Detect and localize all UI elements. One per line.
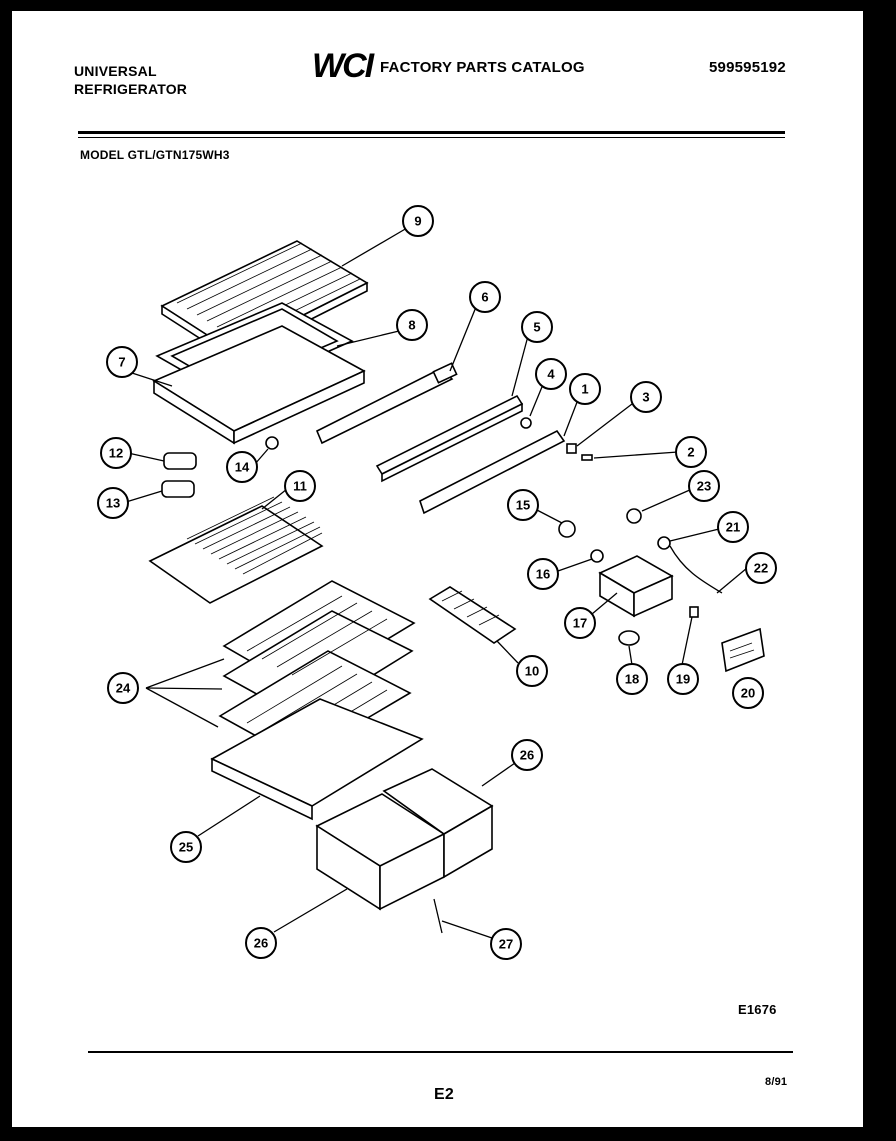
callout-3: 3 (630, 381, 662, 413)
callout-5: 5 (521, 311, 553, 343)
svg-text:11: 11 (293, 479, 307, 494)
callout-15: 15 (507, 489, 539, 521)
callout-23: 23 (688, 470, 720, 502)
callout-24: 24 (107, 672, 139, 704)
callout-27: 27 (490, 928, 522, 960)
callout-4: 4 (535, 358, 567, 390)
svg-text:26: 26 (520, 748, 534, 763)
part-light-bulb (558, 520, 576, 538)
catalog-date: 8/91 (765, 1076, 788, 1088)
svg-text:24: 24 (116, 681, 131, 696)
part-crisper-drawers (315, 768, 494, 911)
catalog-page: UNIVERSAL REFRIGERATOR WCI FACTORY PARTS… (12, 11, 863, 1127)
callout-2: 2 (675, 436, 707, 468)
leader-lines (125, 227, 748, 939)
svg-text:14: 14 (235, 460, 250, 475)
part-clip (689, 606, 699, 618)
brand-name: UNIVERSAL (74, 63, 157, 79)
figure-code: E1676 (738, 1002, 777, 1017)
part-knob-small (618, 630, 640, 646)
svg-text:13: 13 (106, 496, 120, 511)
part-nut (566, 443, 577, 454)
callout-19: 19 (667, 663, 699, 695)
part-wire (669, 545, 723, 594)
svg-text:23: 23 (697, 479, 711, 494)
callout-12: 12 (100, 437, 132, 469)
callout-26-upper: 26 (511, 739, 543, 771)
callout-9: 9 (402, 205, 434, 237)
svg-text:18: 18 (625, 672, 639, 687)
part-label-plate (721, 627, 765, 673)
svg-text:17: 17 (573, 616, 587, 631)
part-crisper-frame (210, 698, 424, 821)
svg-text:5: 5 (533, 320, 540, 335)
callout-10: 10 (516, 655, 548, 687)
header-rule-thin (78, 137, 785, 138)
svg-text:10: 10 (525, 664, 539, 679)
footer-rule (88, 1051, 793, 1053)
part-rail-lower (419, 429, 566, 515)
callout-11: 11 (284, 470, 316, 502)
svg-text:26: 26 (254, 936, 268, 951)
part-switch (657, 536, 671, 550)
svg-text:22: 22 (754, 561, 768, 576)
catalog-title: FACTORY PARTS CATALOG (380, 59, 585, 76)
part-ice-tray (428, 586, 517, 644)
part-spacer (520, 417, 532, 429)
svg-text:2: 2 (687, 445, 694, 460)
svg-text:27: 27 (499, 937, 513, 952)
catalog-number: 599595192 (709, 59, 786, 76)
svg-text:3: 3 (642, 390, 649, 405)
callout-26-lower: 26 (245, 927, 277, 959)
part-socket (590, 549, 604, 563)
callout-21: 21 (717, 511, 749, 543)
svg-text:21: 21 (726, 520, 740, 535)
callout-16: 16 (527, 558, 559, 590)
callout-1: 1 (569, 373, 601, 405)
callout-7: 7 (106, 346, 138, 378)
svg-text:9: 9 (414, 214, 421, 229)
part-pin (433, 898, 443, 934)
svg-text:12: 12 (109, 446, 123, 461)
svg-text:4: 4 (547, 367, 555, 382)
part-wire-rack (148, 496, 324, 604)
wci-logo: WCI (312, 47, 374, 85)
part-holder (161, 452, 197, 498)
callout-18: 18 (616, 663, 648, 695)
svg-text:20: 20 (741, 686, 755, 701)
part-control-box (598, 555, 674, 618)
svg-text:15: 15 (516, 498, 530, 513)
svg-text:25: 25 (179, 840, 193, 855)
svg-text:6: 6 (481, 290, 488, 305)
part-cover-pan (152, 325, 366, 445)
callout-17: 17 (564, 607, 596, 639)
svg-text:19: 19 (676, 672, 690, 687)
callout-25: 25 (170, 831, 202, 863)
callout-14: 14 (226, 451, 258, 483)
svg-text:1: 1 (581, 382, 588, 397)
svg-text:7: 7 (118, 355, 125, 370)
exploded-parts-diagram: 9 8 7 6 5 4 1 3 2 12 14 13 11 15 23 21 1… (97, 205, 777, 960)
part-screw (581, 454, 593, 461)
part-rail (375, 394, 524, 483)
callout-8: 8 (396, 309, 428, 341)
callout-6: 6 (469, 281, 501, 313)
svg-text:16: 16 (536, 567, 550, 582)
part-thermostat (626, 508, 642, 524)
header-rule (78, 131, 785, 134)
part-knob (265, 436, 279, 450)
callout-13: 13 (97, 487, 129, 519)
model-label: MODEL GTL/GTN175WH3 (80, 148, 230, 162)
svg-text:8: 8 (408, 318, 415, 333)
page-number: E2 (434, 1086, 454, 1103)
callout-20: 20 (732, 677, 764, 709)
brand-subtitle: REFRIGERATOR (74, 81, 188, 97)
callout-22: 22 (745, 552, 777, 584)
